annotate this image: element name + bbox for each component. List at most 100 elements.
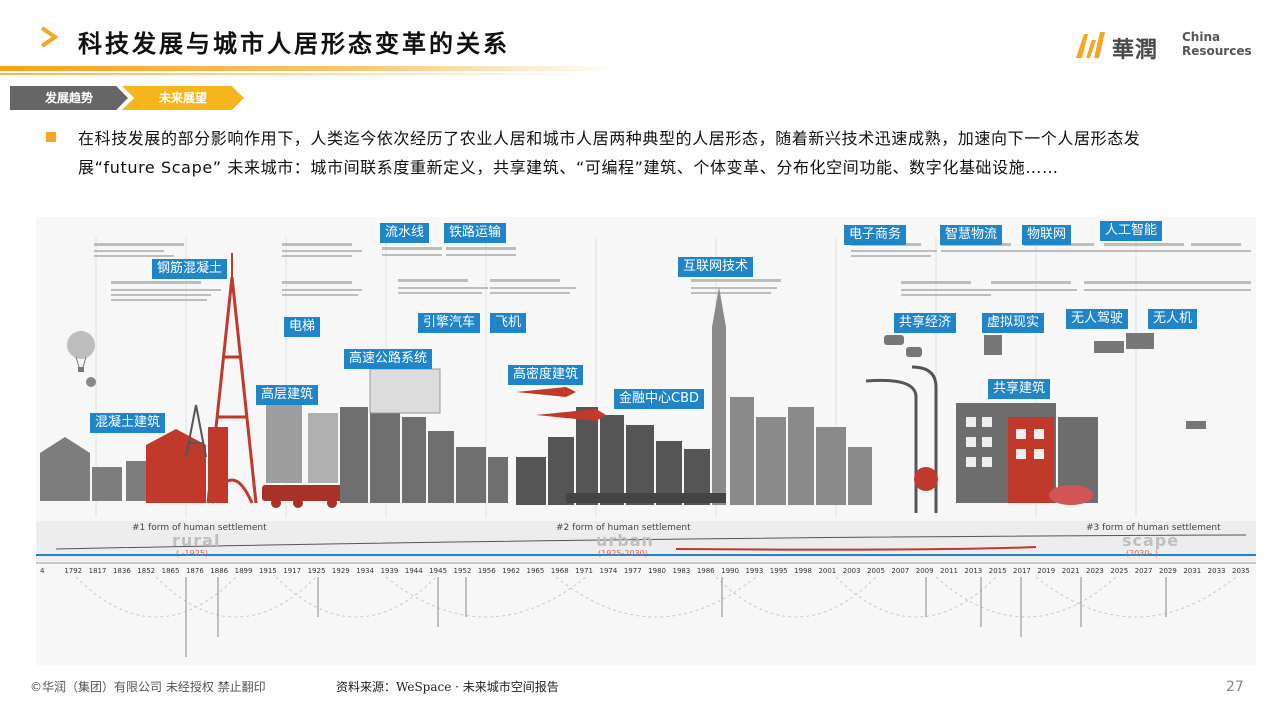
- era-1-years: ( -1925): [176, 549, 209, 558]
- year-tick: 2033: [1207, 567, 1226, 575]
- label-shared-building: 共享建筑: [988, 379, 1051, 399]
- tab-future-outlook[interactable]: 未来展望: [122, 86, 244, 110]
- label-high-rise: 高层建筑: [256, 385, 319, 405]
- year-tick: 2005: [867, 567, 885, 575]
- shared-building-red-section: [1008, 417, 1054, 503]
- label-aeroplane: 飞机: [490, 313, 527, 333]
- eiffel-tower-illustration: [206, 276, 258, 504]
- year-tick: 2007: [891, 567, 910, 575]
- year-tick: 1944: [404, 567, 423, 575]
- year-tick: 1971: [575, 567, 593, 575]
- locomotive-illustration: [262, 485, 352, 508]
- logo-chinese-text: 華潤: [1112, 37, 1159, 63]
- label-concrete-building: 混凝土建筑: [90, 413, 166, 433]
- era-3-title: #3 form of human settlement: [1086, 523, 1221, 533]
- oil-derrick-illustration: [185, 404, 207, 458]
- header-divider-thin: [0, 73, 600, 75]
- bullet-square: [46, 132, 56, 142]
- body-paragraph: 在科技发展的部分影响作用下，人类迄今依次经历了农业人居和城市人居两种典型的人居形…: [78, 129, 1141, 177]
- small-drone-illustration: [86, 377, 96, 387]
- page-number: 27: [1226, 679, 1244, 695]
- infographic-illustration: [36, 237, 1256, 657]
- era-3-years: (2030- ): [1126, 549, 1159, 558]
- logo-english-text: China Resources: [1182, 30, 1252, 58]
- year-tick: 1952: [453, 567, 472, 575]
- year-tick: 1865: [161, 567, 180, 575]
- tall-building-illustration: [308, 413, 338, 483]
- label-e-commerce: 电子商务: [844, 225, 907, 245]
- year-tick: 1956: [477, 567, 496, 575]
- cbd-skyline-illustration: [712, 287, 872, 505]
- source-citation: 资料来源：WeSpace · 未来城市空间报告: [336, 680, 559, 694]
- page-title: 科技发展与城市人居形态变革的关系: [78, 29, 510, 58]
- label-sharing-economy: 共享经济: [894, 313, 957, 333]
- year-tick: 1929: [331, 567, 350, 575]
- label-internet: 互联网技术: [678, 257, 754, 277]
- year-tick: 1986: [696, 567, 715, 575]
- china-resources-logo: 華潤 China Resources: [1074, 26, 1252, 66]
- caption-text-blocks: [94, 243, 1251, 301]
- era-1-title: #1 form of human settlement: [132, 523, 267, 533]
- tab-development-trend[interactable]: 发展趋势: [10, 86, 128, 110]
- year-tick: 1915: [258, 567, 277, 575]
- year-tick: 2003: [842, 567, 861, 575]
- label-ai: 人工智能: [1100, 221, 1163, 241]
- label-elevator: 电梯: [284, 317, 321, 337]
- year-tick: 1817: [88, 567, 107, 575]
- street-lamp-illustration: [911, 365, 938, 513]
- year-tick: 1962: [502, 567, 521, 575]
- year-tick: 2029: [1159, 567, 1177, 575]
- china-resources-logo-icon: [1076, 32, 1105, 58]
- label-autonomous-vehicle: 无人驾驶: [1066, 309, 1129, 329]
- highway-map-illustration: [369, 368, 441, 414]
- era-2-years: (1925-2030): [598, 549, 648, 558]
- elevator-building-illustration: [266, 393, 302, 483]
- year-tick: 2015: [988, 567, 1007, 575]
- year-tick: 2035: [1232, 567, 1250, 575]
- era-2-title: #2 form of human settlement: [556, 523, 691, 533]
- year-tick: 2031: [1183, 567, 1202, 575]
- timeline-arcs: [75, 576, 1237, 618]
- logo-en-line-1: China: [1182, 30, 1221, 44]
- label-assembly-line: 流水线: [380, 223, 430, 243]
- building-windows: [966, 417, 1044, 467]
- header-divider: [0, 66, 620, 71]
- year-tick: 2017: [1013, 567, 1031, 575]
- label-virtual-reality: 虚拟现实: [982, 313, 1045, 333]
- year-tick: 1945: [429, 567, 448, 575]
- year-tick: 1993: [745, 567, 764, 575]
- year-tick: 2027: [1134, 567, 1153, 575]
- label-engine-vehicle: 引擎汽车: [418, 313, 481, 333]
- year-tick: 4: [40, 567, 45, 575]
- year-tick: 1998: [794, 567, 812, 575]
- year-tick: 1990: [721, 567, 739, 575]
- street-lamp-illustration-2: [865, 378, 918, 513]
- year-tick: 1836: [112, 567, 131, 575]
- logo-en-line-2: Resources: [1182, 44, 1252, 58]
- settlement-timeline-infographic: 钢筋混凝土 电梯 高层建筑 混凝土建筑 流水线 铁路运输 引擎汽车 飞机 高速公…: [36, 217, 1256, 665]
- year-tick: 2025: [1110, 567, 1129, 575]
- year-tick: 2021: [1061, 567, 1080, 575]
- year-tick: 1925: [307, 567, 326, 575]
- year-tick: 1965: [526, 567, 545, 575]
- year-tick: 2023: [1086, 567, 1104, 575]
- iot-devices-illustration: [884, 333, 1206, 429]
- label-uav: 无人机: [1148, 309, 1198, 329]
- label-high-density: 高密度建筑: [508, 365, 584, 385]
- year-tick: 1974: [599, 567, 618, 575]
- year-tick: 1968: [550, 567, 569, 575]
- chevron-right-icon: [40, 26, 59, 48]
- year-tick: 1977: [623, 567, 642, 575]
- year-tick: 2001: [818, 567, 837, 575]
- label-reinforced-concrete: 钢筋混凝土: [152, 259, 228, 279]
- year-tick: 1939: [380, 567, 399, 575]
- cargo-ship-illustration: [566, 493, 726, 503]
- new-york-skyline-illustration: [516, 407, 710, 505]
- label-cbd: 金融中心CBD: [614, 389, 705, 409]
- autonomous-car-illustration: [1049, 485, 1093, 505]
- year-tick: 1917: [283, 567, 302, 575]
- timeline-pointer-lines: [185, 577, 1167, 657]
- year-tick: 2011: [940, 567, 958, 575]
- year-tick: 1980: [648, 567, 666, 575]
- chicago-buildings-illustration: [340, 393, 508, 503]
